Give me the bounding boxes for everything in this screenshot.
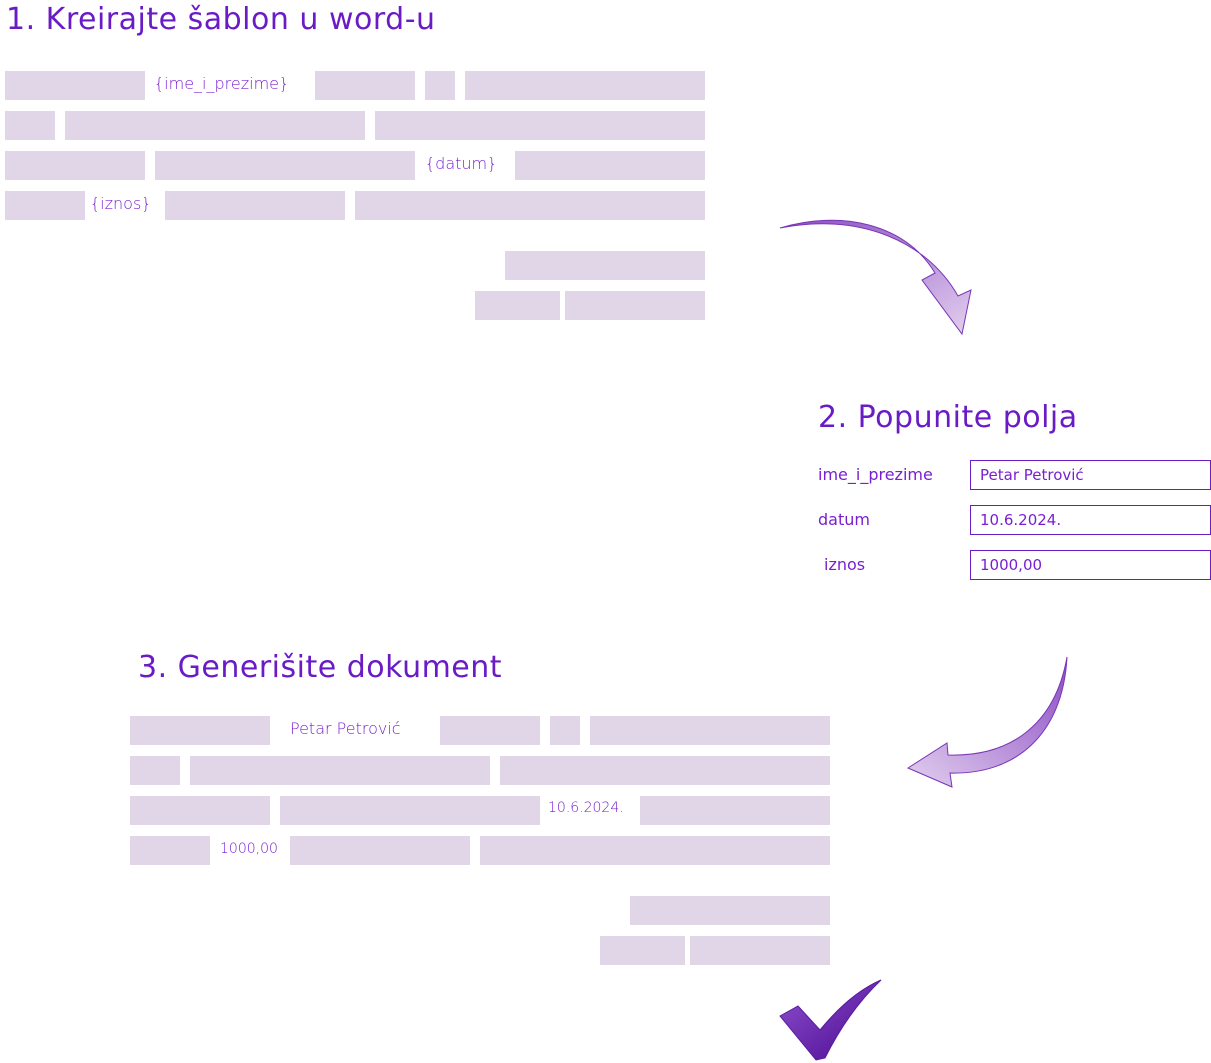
text-bar bbox=[475, 291, 560, 320]
checkmark-icon bbox=[779, 979, 882, 1061]
text-bar bbox=[280, 796, 540, 825]
placeholder-name: {ime_i_prezime} bbox=[154, 74, 290, 93]
text-bar bbox=[480, 836, 830, 865]
step3-title: 3. Generišite dokument bbox=[138, 650, 503, 685]
text-bar bbox=[600, 936, 685, 965]
text-bar bbox=[590, 716, 830, 745]
text-bar bbox=[315, 71, 415, 100]
text-bar bbox=[165, 191, 345, 220]
text-bar bbox=[5, 151, 145, 180]
text-bar bbox=[130, 836, 210, 865]
text-bar bbox=[565, 291, 705, 320]
field-label-date: datum bbox=[818, 510, 870, 529]
text-bar bbox=[465, 71, 705, 100]
step2-title: 2. Popunite polja bbox=[818, 400, 1078, 435]
value-date: 10.6.2024. bbox=[548, 800, 624, 816]
date-field[interactable]: 10.6.2024. bbox=[970, 505, 1211, 535]
name-field[interactable]: Petar Petrović bbox=[970, 460, 1211, 490]
value-amount: 1000,00 bbox=[220, 841, 278, 857]
text-bar bbox=[640, 796, 830, 825]
text-bar bbox=[130, 756, 180, 785]
curved-arrow-icon bbox=[779, 219, 972, 336]
text-bar bbox=[425, 71, 455, 100]
text-bar bbox=[5, 71, 145, 100]
text-bar bbox=[5, 191, 85, 220]
text-bar bbox=[690, 936, 830, 965]
text-bar bbox=[550, 716, 580, 745]
placeholder-amount: {iznos} bbox=[90, 194, 152, 213]
text-bar bbox=[155, 151, 415, 180]
text-bar bbox=[375, 111, 705, 140]
text-bar bbox=[630, 896, 830, 925]
text-bar bbox=[355, 191, 705, 220]
text-bar bbox=[500, 756, 830, 785]
amount-field[interactable]: 1000,00 bbox=[970, 550, 1211, 580]
placeholder-date: {datum} bbox=[425, 154, 498, 173]
curved-arrow-icon bbox=[906, 656, 1068, 788]
text-bar bbox=[65, 111, 365, 140]
text-bar bbox=[515, 151, 705, 180]
field-label-amount: iznos bbox=[824, 555, 866, 574]
value-name: Petar Petrović bbox=[290, 719, 401, 738]
text-bar bbox=[505, 251, 705, 280]
text-bar bbox=[130, 716, 270, 745]
text-bar bbox=[290, 836, 470, 865]
text-bar bbox=[440, 716, 540, 745]
step1-title: 1. Kreirajte šablon u word-u bbox=[6, 2, 436, 37]
field-label-name: ime_i_prezime bbox=[818, 465, 933, 484]
text-bar bbox=[190, 756, 490, 785]
text-bar bbox=[5, 111, 55, 140]
text-bar bbox=[130, 796, 270, 825]
